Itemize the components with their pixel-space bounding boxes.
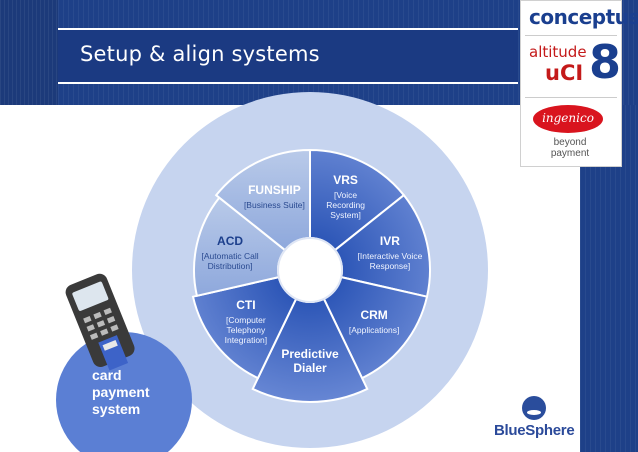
segment-title: CTI [236, 298, 255, 312]
logo-divider [525, 35, 617, 36]
segment-title: Predictive [281, 347, 339, 361]
segment-title: FUNSHIP [248, 183, 301, 197]
bluesphere-logo: BlueSphere [494, 396, 604, 446]
ingenico-tagline: beyond payment [535, 137, 605, 159]
segment-subtitle: Integration] [225, 335, 268, 345]
card-payment-label: card payment system [92, 367, 150, 417]
logo-divider [525, 97, 617, 98]
segment-subtitle: [Business Suite] [244, 200, 305, 210]
segment-title: CRM [360, 308, 387, 322]
segment-subtitle: Telephony [227, 325, 267, 335]
segment-subtitle: Recording [326, 200, 365, 210]
partner-logos: conceptus altitude uCI 8 ingenico beyond… [520, 0, 638, 167]
segment-title: IVR [380, 234, 400, 248]
ingenico-logo: ingenico [533, 105, 603, 133]
segment-subtitle: [Automatic Call [201, 251, 258, 261]
segment-title: ACD [217, 234, 243, 248]
conceptus-logo: conceptus [529, 5, 638, 29]
segment-subtitle: Distribution] [208, 261, 253, 271]
segment-subtitle: Response] [370, 261, 411, 271]
left-decoration [0, 0, 58, 105]
segment-title: Dialer [293, 361, 327, 375]
altitude-logo-text: altitude [529, 43, 587, 61]
slide-title: Setup & align systems [80, 42, 320, 66]
segment-label-funship: FUNSHIP [Business Suite] [244, 183, 305, 210]
card-terminal-icon [65, 273, 135, 371]
tagline-payment: payment [550, 148, 590, 159]
tagline-beyond: beyond [553, 137, 587, 148]
segment-subtitle: [Interactive Voice [358, 251, 423, 261]
segment-subtitle: [Voice [334, 190, 357, 200]
globe-icon [522, 396, 546, 420]
uci-eight-logo: 8 [589, 35, 622, 89]
wheel-hub [277, 237, 343, 303]
segment-subtitle: [Applications] [349, 325, 400, 335]
uci-logo-text: uCI [545, 61, 584, 85]
ingenico-logo-text: ingenico [542, 111, 594, 125]
segment-subtitle: [Computer [226, 315, 266, 325]
segment-title: VRS [333, 173, 358, 187]
segment-label-crm: CRM [Applications] [349, 308, 400, 335]
bluesphere-logo-text: BlueSphere [494, 422, 575, 439]
segment-subtitle: System] [330, 210, 361, 220]
title-box: Setup & align systems [58, 28, 518, 84]
